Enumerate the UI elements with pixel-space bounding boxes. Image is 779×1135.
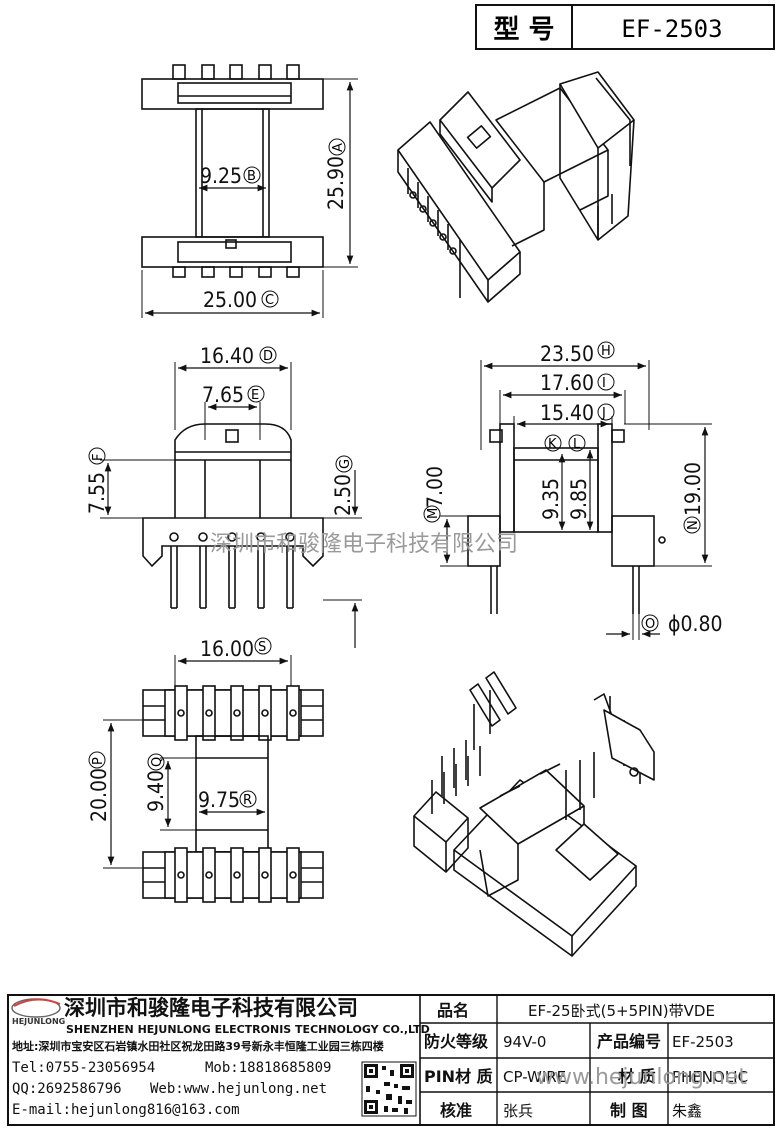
dim-B-tag: B bbox=[247, 169, 256, 184]
dim-S-tag: S bbox=[258, 640, 266, 655]
dim-N-tag: N bbox=[686, 520, 701, 530]
spec-product-no-label: 产品编号 bbox=[597, 1032, 661, 1051]
dim-P-value: 20.00 bbox=[87, 768, 111, 822]
model-value: EF-2503 bbox=[621, 15, 722, 43]
dim-M-tag: M bbox=[426, 508, 441, 519]
dim-E: 7.65 E bbox=[202, 383, 265, 440]
dim-F: 7.55 F bbox=[85, 447, 175, 519]
dim-R: 9.75 R bbox=[198, 788, 265, 816]
spec-fire-value: 94V-0 bbox=[503, 1033, 546, 1051]
dim-G: 2.50 G bbox=[323, 455, 362, 648]
company-qq: QQ:2692586796 bbox=[12, 1081, 122, 1097]
dim-G-value: 2.50 bbox=[331, 474, 355, 516]
dim-I-tag: I bbox=[602, 376, 606, 391]
dim-S: 16.00 S bbox=[174, 637, 292, 686]
dim-H-tag: H bbox=[601, 344, 611, 359]
company-tel: Tel:0755-23056954 bbox=[12, 1060, 155, 1076]
company-address: 地址:深圳市宝安区石岩镇水田社区祝龙田路39号新永丰恒隆工业园三栋四楼 bbox=[12, 1039, 384, 1053]
dim-F-tag: F bbox=[91, 454, 106, 461]
dim-Q: 9.40 Q bbox=[144, 753, 196, 831]
dim-L-value: 9.85 bbox=[567, 478, 591, 520]
dim-A-tag: A bbox=[331, 143, 346, 152]
dim-H: 23.50 H bbox=[480, 341, 650, 450]
spec-check-value: 张兵 bbox=[503, 1102, 533, 1120]
top-view bbox=[467, 423, 666, 614]
company-name-cn: 深圳市和骏隆电子科技有限公司 bbox=[64, 996, 358, 1020]
dim-Q-tag: Q bbox=[150, 757, 165, 767]
dim-O-tag: O bbox=[645, 617, 655, 632]
spec-draw-label: 制 图 bbox=[610, 1101, 648, 1120]
dim-K-value: 9.35 bbox=[539, 478, 563, 520]
dim-Q-value: 9.40 bbox=[144, 770, 168, 812]
spec-pin-label: PIN材 质 bbox=[424, 1067, 493, 1086]
dim-N: 19.00 N bbox=[624, 423, 712, 567]
spec-pin-value: CP-WIRE bbox=[503, 1068, 566, 1086]
model-header: 型 号 EF-2503 bbox=[475, 4, 775, 50]
dim-C-value: 25.00 bbox=[203, 288, 257, 312]
spec-name-value: EF-25卧式(5+5PIN)带VDE bbox=[528, 1002, 715, 1020]
spec-draw-value: 朱鑫 bbox=[672, 1102, 702, 1120]
side-view bbox=[142, 423, 324, 609]
dim-F-value: 7.55 bbox=[85, 472, 109, 514]
dim-S-value: 16.00 bbox=[200, 637, 254, 661]
spec-product-no-value: EF-2503 bbox=[672, 1033, 734, 1051]
front-view bbox=[141, 64, 324, 278]
dim-M-value: 7.00 bbox=[423, 466, 447, 508]
dim-R-tag: R bbox=[243, 793, 252, 808]
dim-B: 9.25 B bbox=[199, 164, 266, 192]
logo-text: HEJUNLONG bbox=[12, 1017, 65, 1026]
company-logo: HEJUNLONG bbox=[11, 998, 65, 1026]
company-name-en: SHENZHEN HEJUNLONG ELECTRONIS TECHNOLOGY… bbox=[66, 1023, 430, 1036]
dim-E-value: 7.65 bbox=[202, 383, 244, 407]
dim-O-value: ϕ0.80 bbox=[668, 612, 723, 636]
watermark-company: 深圳市和骏隆电子科技有限公司 bbox=[210, 532, 518, 557]
company-web: Web:www.hejunlong.net bbox=[150, 1081, 327, 1097]
dim-K: 9.35 K bbox=[539, 434, 566, 530]
dim-L-tag: L bbox=[573, 437, 581, 452]
model-label: 型 号 bbox=[493, 15, 554, 45]
dim-K-tag: K bbox=[548, 437, 557, 452]
watermark-website: www.hejunlong.net bbox=[536, 1065, 747, 1090]
iso-view-top bbox=[397, 71, 635, 303]
dim-C: 25.00 C bbox=[141, 270, 324, 318]
company-email: E-mail:hejunlong816@163.com bbox=[12, 1102, 240, 1118]
dim-P: 20.00 P bbox=[87, 719, 165, 869]
qr-code bbox=[361, 1061, 417, 1117]
dim-D: 16.40 D bbox=[174, 344, 292, 430]
dim-E-tag: E bbox=[251, 388, 259, 403]
iso-view-bottom bbox=[413, 671, 655, 957]
dim-M: 7.00 M bbox=[423, 466, 468, 567]
spec-check-label: 核准 bbox=[440, 1101, 472, 1120]
dim-I: 17.60 I bbox=[499, 371, 626, 424]
dim-P-tag: P bbox=[91, 757, 106, 765]
dim-C-tag: C bbox=[265, 293, 274, 308]
spec-material-label: 材 质 bbox=[618, 1067, 656, 1086]
dim-J-value: 15.40 bbox=[540, 401, 594, 425]
dim-G-tag: G bbox=[338, 459, 353, 469]
dim-A-value: 25.90 bbox=[324, 156, 348, 210]
dim-H-value: 23.50 bbox=[540, 342, 594, 366]
dim-J-tag: J bbox=[601, 406, 606, 421]
title-block: HEJUNLONG 深圳市和骏隆电子科技有限公司 SHENZHEN HEJUNL… bbox=[7, 994, 775, 1126]
company-mob: Mob:18818685809 bbox=[205, 1060, 331, 1076]
spec-name-label: 品名 bbox=[437, 1001, 469, 1020]
dim-J: 15.40 J bbox=[513, 401, 615, 448]
dim-R-value: 9.75 bbox=[198, 788, 240, 812]
spec-material-value: PHENOLIC bbox=[672, 1068, 748, 1086]
dim-O: O ϕ0.80 bbox=[606, 612, 723, 640]
dim-N-value: 19.00 bbox=[681, 462, 705, 516]
dim-I-value: 17.60 bbox=[540, 371, 594, 395]
dim-A: 25.90 A bbox=[323, 78, 358, 268]
dim-D-tag: D bbox=[263, 349, 273, 364]
dim-L: 9.85 L bbox=[567, 434, 594, 530]
dim-D-value: 16.40 bbox=[200, 344, 254, 368]
dim-B-value: 9.25 bbox=[200, 164, 242, 188]
bottom-view bbox=[142, 685, 324, 903]
spec-fire-label: 防火等级 bbox=[424, 1032, 489, 1051]
